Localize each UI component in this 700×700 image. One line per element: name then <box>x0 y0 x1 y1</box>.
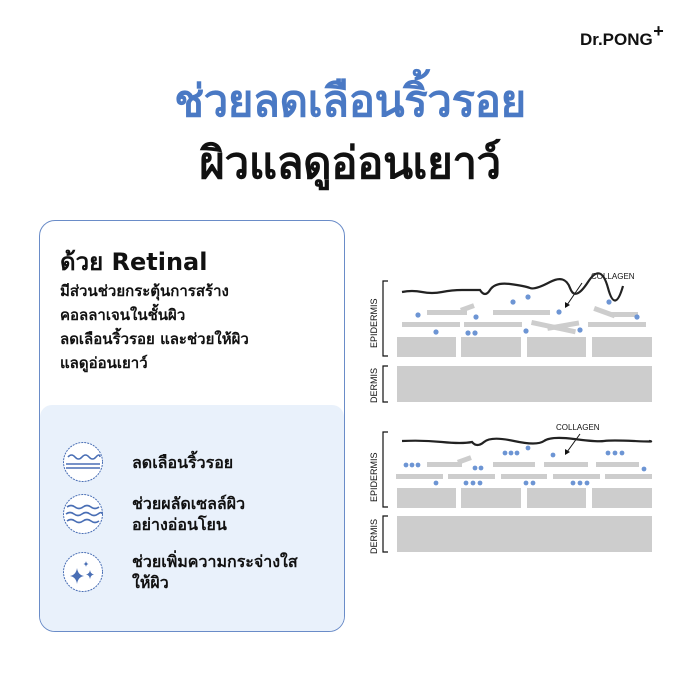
sparkle-icon <box>63 552 103 592</box>
description-line: มีส่วนช่วยกระตุ้นการสร้าง <box>60 282 229 300</box>
skin-diagram-before: COLLAGEN EPIDERMIS DERMIS <box>369 272 652 403</box>
feature-label: อย่างอ่อนโยน <box>132 515 227 534</box>
description-line: ลดเลือนริ้วรอย และช่วยให้ผิว <box>60 330 249 348</box>
waves-exfoliate-icon <box>63 494 103 534</box>
feature-label: ช่วยเพิ่มความกระจ่างใส <box>132 552 298 571</box>
retinal-info-card: ด้วย Retinal มีส่วนช่วยกระตุ้นการสร้าง ค… <box>39 220 345 632</box>
card-description: มีส่วนช่วยกระตุ้นการสร้าง คอลลาเจนในชั้น… <box>60 279 326 375</box>
dermis-label: DERMIS <box>369 368 379 403</box>
description-line: คอลลาเจนในชั้นผิว <box>60 306 186 324</box>
feature-label: ลดเลือนริ้วรอย <box>132 452 234 472</box>
plus-icon: + <box>653 21 664 41</box>
epidermis-label: EPIDERMIS <box>369 298 379 348</box>
epidermis-label: EPIDERMIS <box>369 452 379 502</box>
feature-label: ช่วยผลัดเซลล์ผิว <box>132 494 246 513</box>
feature-item: ช่วยผลัดเซลล์ผิว อย่างอ่อนโยน <box>62 493 245 535</box>
brand-name: Dr.PONG <box>580 30 653 49</box>
features-panel: ลดเลือนริ้วรอย ช่วยผลัดเซลล์ผิว อย่างอ่อ… <box>40 405 344 631</box>
feature-label: ให้ผิว <box>132 573 169 592</box>
wrinkle-reduce-icon <box>63 442 103 482</box>
skin-diagram-after: COLLAGEN EPIDERM <box>369 423 653 554</box>
description-line: แลดูอ่อนเยาว์ <box>60 354 148 372</box>
feature-item: ลดเลือนริ้วรอย <box>62 441 233 483</box>
headline-line-2: ผิวแลดูอ่อนเยาว์ <box>199 138 501 189</box>
skin-diagram: COLLAGEN EPIDERMIS DERMIS COLLAGEN <box>369 272 653 554</box>
collagen-label: COLLAGEN <box>591 272 635 281</box>
card-heading: ด้วย Retinal <box>60 248 208 276</box>
brand-logo: Dr.PONG+ <box>580 21 664 50</box>
headline-line-1: ช่วยลดเลือนริ้วรอย <box>174 76 526 127</box>
collagen-label: COLLAGEN <box>556 423 600 432</box>
dermis-label: DERMIS <box>369 519 379 554</box>
feature-item: ช่วยเพิ่มความกระจ่างใส ให้ผิว <box>62 551 298 593</box>
